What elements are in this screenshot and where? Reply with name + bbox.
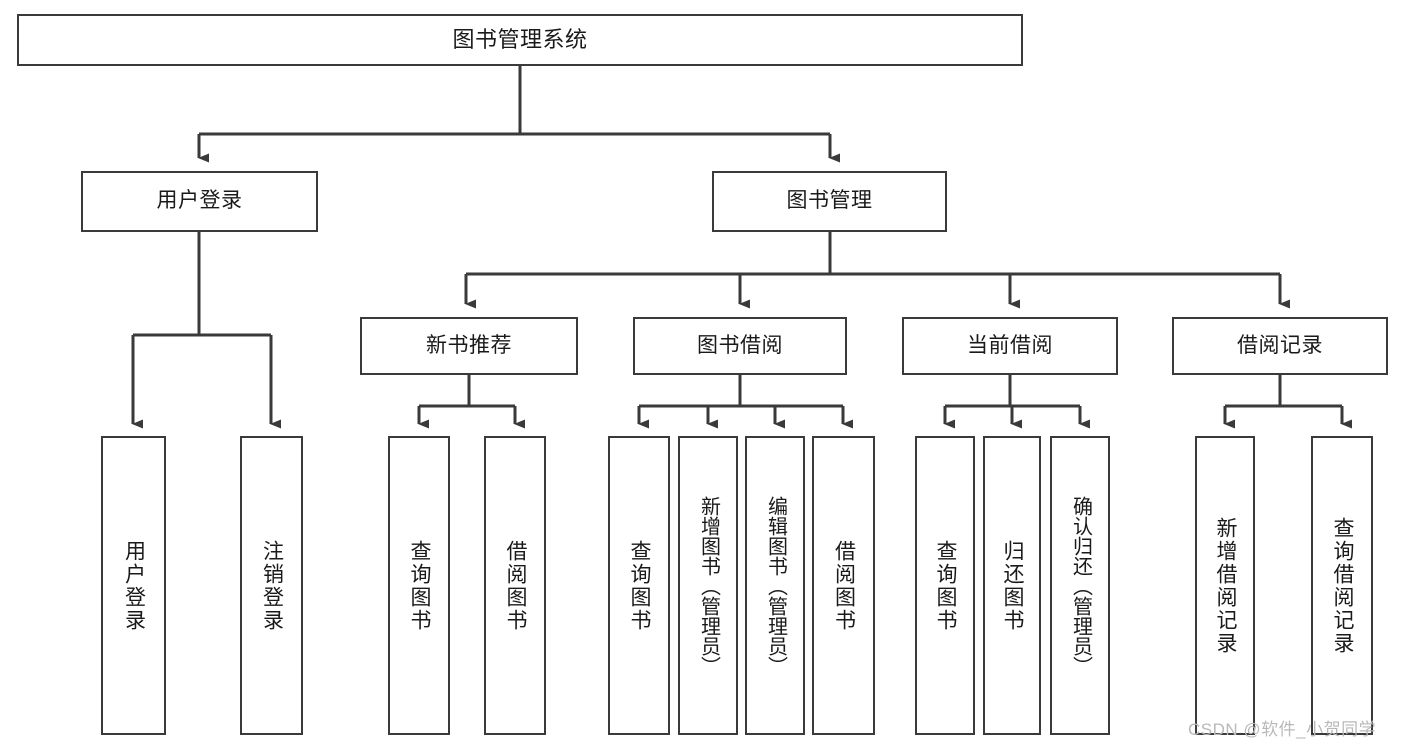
node-user-login[interactable]: 用户登录 [81,171,318,232]
node-leaf-add-record[interactable]: 新增借阅记录 [1195,436,1255,735]
node-leaf-confirm-return-admin[interactable]: 确认归还（管理员） [1050,436,1110,735]
node-label: 查询图书 [934,539,958,632]
node-label: 编辑图书（管理员） [764,495,787,676]
node-leaf-borrow-book-rec[interactable]: 借阅图书 [484,436,546,735]
node-label: 用户登录 [156,189,243,213]
node-label: 查询图书 [408,539,432,632]
node-leaf-borrow-book-borrow[interactable]: 借阅图书 [812,436,875,735]
edge-borrowrecord-to-leaves [1223,375,1352,429]
node-label: 借阅图书 [504,539,528,632]
node-leaf-return-book[interactable]: 归还图书 [983,436,1041,735]
node-current-borrow[interactable]: 当前借阅 [902,317,1118,375]
node-label: 新增图书（管理员） [697,495,720,676]
edge-bookborrow-to-leaves [637,375,853,429]
edge-userlogin-to-leaves [131,232,281,429]
node-book-borrow[interactable]: 图书借阅 [633,317,847,375]
node-leaf-query-book-current[interactable]: 查询图书 [915,436,975,735]
node-label: 查询借阅记录 [1331,516,1355,655]
node-leaf-add-book-admin[interactable]: 新增图书（管理员） [678,436,738,735]
node-label: 查询图书 [628,539,652,632]
node-borrow-record[interactable]: 借阅记录 [1172,317,1388,375]
node-label: 新书推荐 [426,333,512,357]
node-label: 归还图书 [1001,539,1025,632]
edge-currentborrow-to-leaves [943,375,1090,429]
edge-root-to-level1 [197,66,840,163]
node-root-system[interactable]: 图书管理系统 [17,14,1023,66]
node-label: 图书管理系统 [452,27,588,53]
csdn-watermark: CSDN @软件_小贺同学 [1188,720,1377,739]
node-label: 当前借阅 [967,333,1053,357]
node-label: 确认归还（管理员） [1069,495,1092,676]
node-leaf-query-book-borrow[interactable]: 查询图书 [608,436,670,735]
node-label: 借阅记录 [1237,333,1323,357]
node-label: 注销登录 [260,539,284,632]
node-label: 用户登录 [122,539,146,632]
node-leaf-query-book-rec[interactable]: 查询图书 [388,436,450,735]
node-label: 新增借阅记录 [1214,516,1238,655]
node-label: 图书管理 [786,189,873,213]
node-leaf-user-login[interactable]: 用户登录 [101,436,166,735]
node-leaf-edit-book-admin[interactable]: 编辑图书（管理员） [745,436,805,735]
edge-newbookrec-to-leaves [417,375,525,429]
node-new-book-rec[interactable]: 新书推荐 [360,317,578,375]
edge-bookmanage-to-level2 [464,232,1290,309]
node-book-manage[interactable]: 图书管理 [712,171,947,232]
node-label: 借阅图书 [832,539,856,632]
node-leaf-query-record[interactable]: 查询借阅记录 [1311,436,1373,735]
node-leaf-logout[interactable]: 注销登录 [240,436,303,735]
node-label: 图书借阅 [697,333,783,357]
